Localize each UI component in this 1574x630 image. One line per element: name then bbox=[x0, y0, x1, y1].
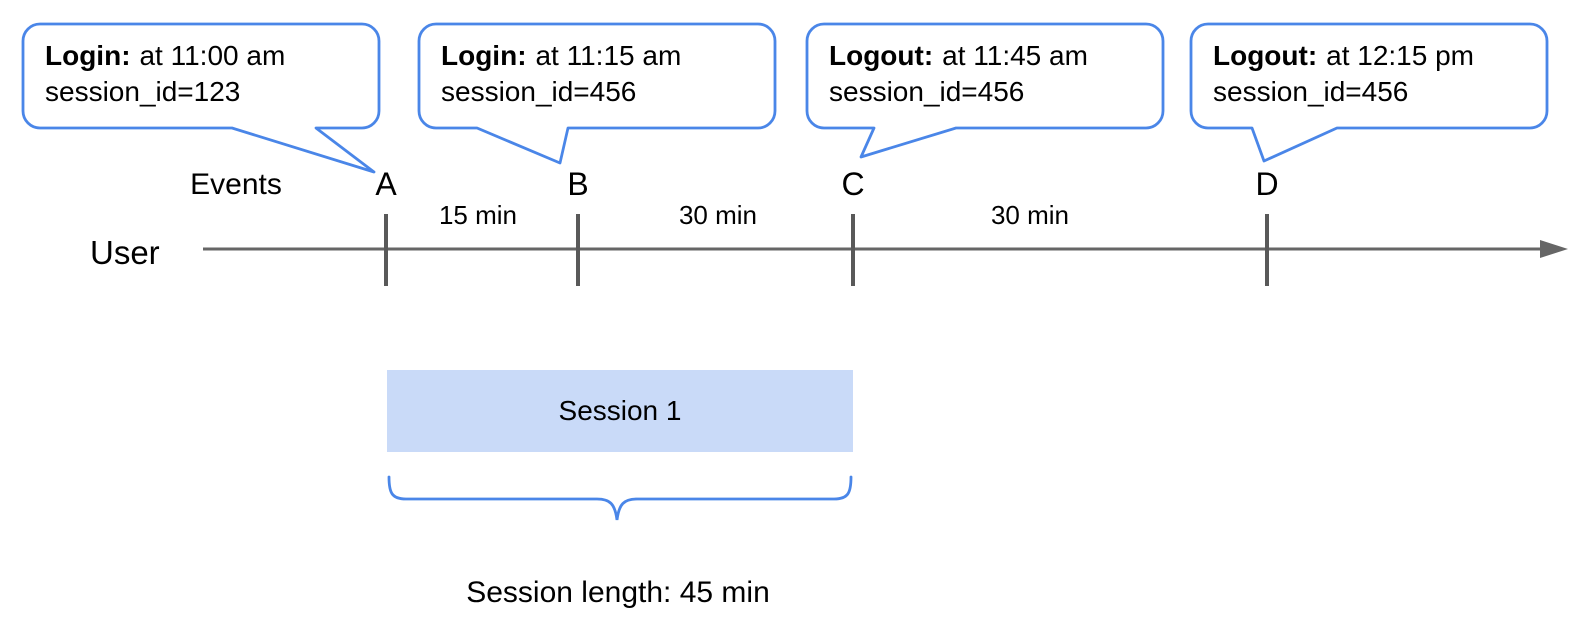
events-axis-title: Events bbox=[190, 168, 282, 201]
callout-session-id: session_id=456 bbox=[1213, 76, 1409, 107]
event-type-label: Logout: bbox=[1213, 40, 1318, 71]
timeline-arrowhead-icon bbox=[1540, 240, 1568, 258]
callout-line-1: Logout: at 11:45 am bbox=[829, 38, 1088, 74]
callout-session-id: session_id=456 bbox=[829, 76, 1025, 107]
callout-text-event-d: Logout: at 12:15 pm session_id=456 bbox=[1213, 38, 1474, 110]
callout-session-id: session_id=123 bbox=[45, 76, 241, 107]
interval-label-a-b: 15 min bbox=[438, 200, 518, 230]
callout-text-event-a: Login: at 11:00 am session_id=123 bbox=[45, 38, 285, 110]
event-time: at 11:00 am bbox=[139, 40, 286, 71]
callout-line-1: Login: at 11:00 am bbox=[45, 38, 285, 74]
callout-bubble-login-b bbox=[417, 22, 777, 165]
event-time: at 12:15 pm bbox=[1326, 40, 1474, 71]
event-marker-b: B bbox=[567, 166, 589, 202]
callout-bubble-logout-c bbox=[805, 22, 1165, 159]
session-1-bar bbox=[387, 370, 853, 452]
interval-label-c-d: 30 min bbox=[990, 200, 1070, 230]
event-type-label: Login: bbox=[45, 40, 131, 71]
event-type-label: Logout: bbox=[829, 40, 934, 71]
event-time: at 11:15 am bbox=[535, 40, 682, 71]
callout-bubble-login-a bbox=[21, 22, 381, 174]
user-axis-title: User bbox=[90, 234, 160, 271]
callout-line-1: Logout: at 12:15 pm bbox=[1213, 38, 1474, 74]
event-marker-a: A bbox=[375, 166, 397, 202]
event-marker-d: D bbox=[1255, 166, 1279, 202]
callout-text-event-c: Logout: at 11:45 am session_id=456 bbox=[829, 38, 1088, 110]
event-marker-c: C bbox=[841, 166, 865, 202]
callout-text-event-b: Login: at 11:15 am session_id=456 bbox=[441, 38, 681, 110]
session-1-label: Session 1 bbox=[558, 395, 682, 426]
interval-label-b-c: 30 min bbox=[678, 200, 758, 230]
event-type-label: Login: bbox=[441, 40, 527, 71]
session-length-brace bbox=[387, 475, 853, 521]
callout-bubble-logout-d bbox=[1189, 22, 1549, 163]
event-time: at 11:45 am bbox=[942, 40, 1088, 71]
callout-session-id: session_id=456 bbox=[441, 76, 637, 107]
callout-line-1: Login: at 11:15 am bbox=[441, 38, 681, 74]
session-length-label: Session length: 45 min bbox=[466, 576, 770, 609]
